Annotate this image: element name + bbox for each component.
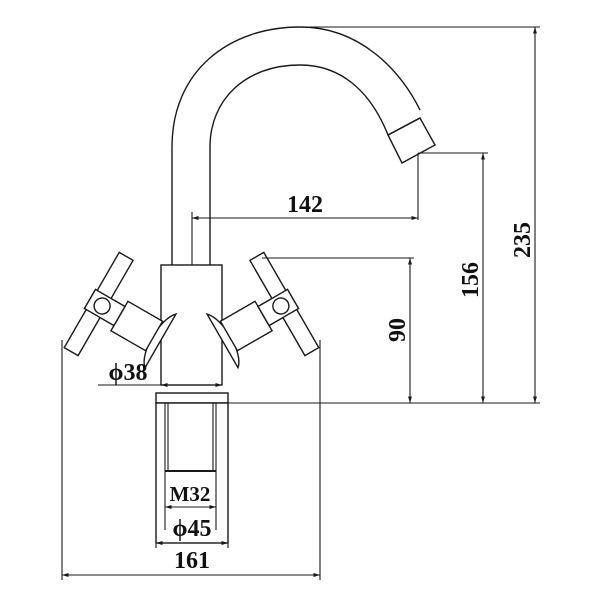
svg-text:156: 156 [458, 262, 484, 298]
svg-text:161: 161 [174, 548, 210, 574]
dimension-235: 235 [510, 27, 537, 403]
dimension-90: 90 [385, 258, 412, 403]
svg-text:235: 235 [510, 222, 536, 258]
right-handle [205, 251, 320, 370]
dimension-161: 161 [61, 548, 320, 577]
left-handle [63, 251, 178, 370]
dimension-156: 156 [458, 153, 485, 403]
extension-lines [61, 26, 540, 580]
svg-text:ϕ38: ϕ38 [109, 360, 148, 386]
dimension-phi38: ϕ38 [98, 360, 222, 387]
dimension-m32: M32 [165, 482, 216, 509]
dimension-phi45: ϕ45 [156, 516, 228, 545]
spout [171, 26, 436, 265]
svg-text:142: 142 [287, 192, 323, 218]
svg-text:M32: M32 [170, 482, 211, 506]
svg-text:90: 90 [385, 318, 411, 342]
base-collar [155, 392, 229, 404]
dimension-142: 142 [192, 192, 418, 220]
svg-text:ϕ45: ϕ45 [173, 516, 212, 542]
mounting-shank [155, 402, 229, 544]
spout-aerator [387, 117, 436, 164]
